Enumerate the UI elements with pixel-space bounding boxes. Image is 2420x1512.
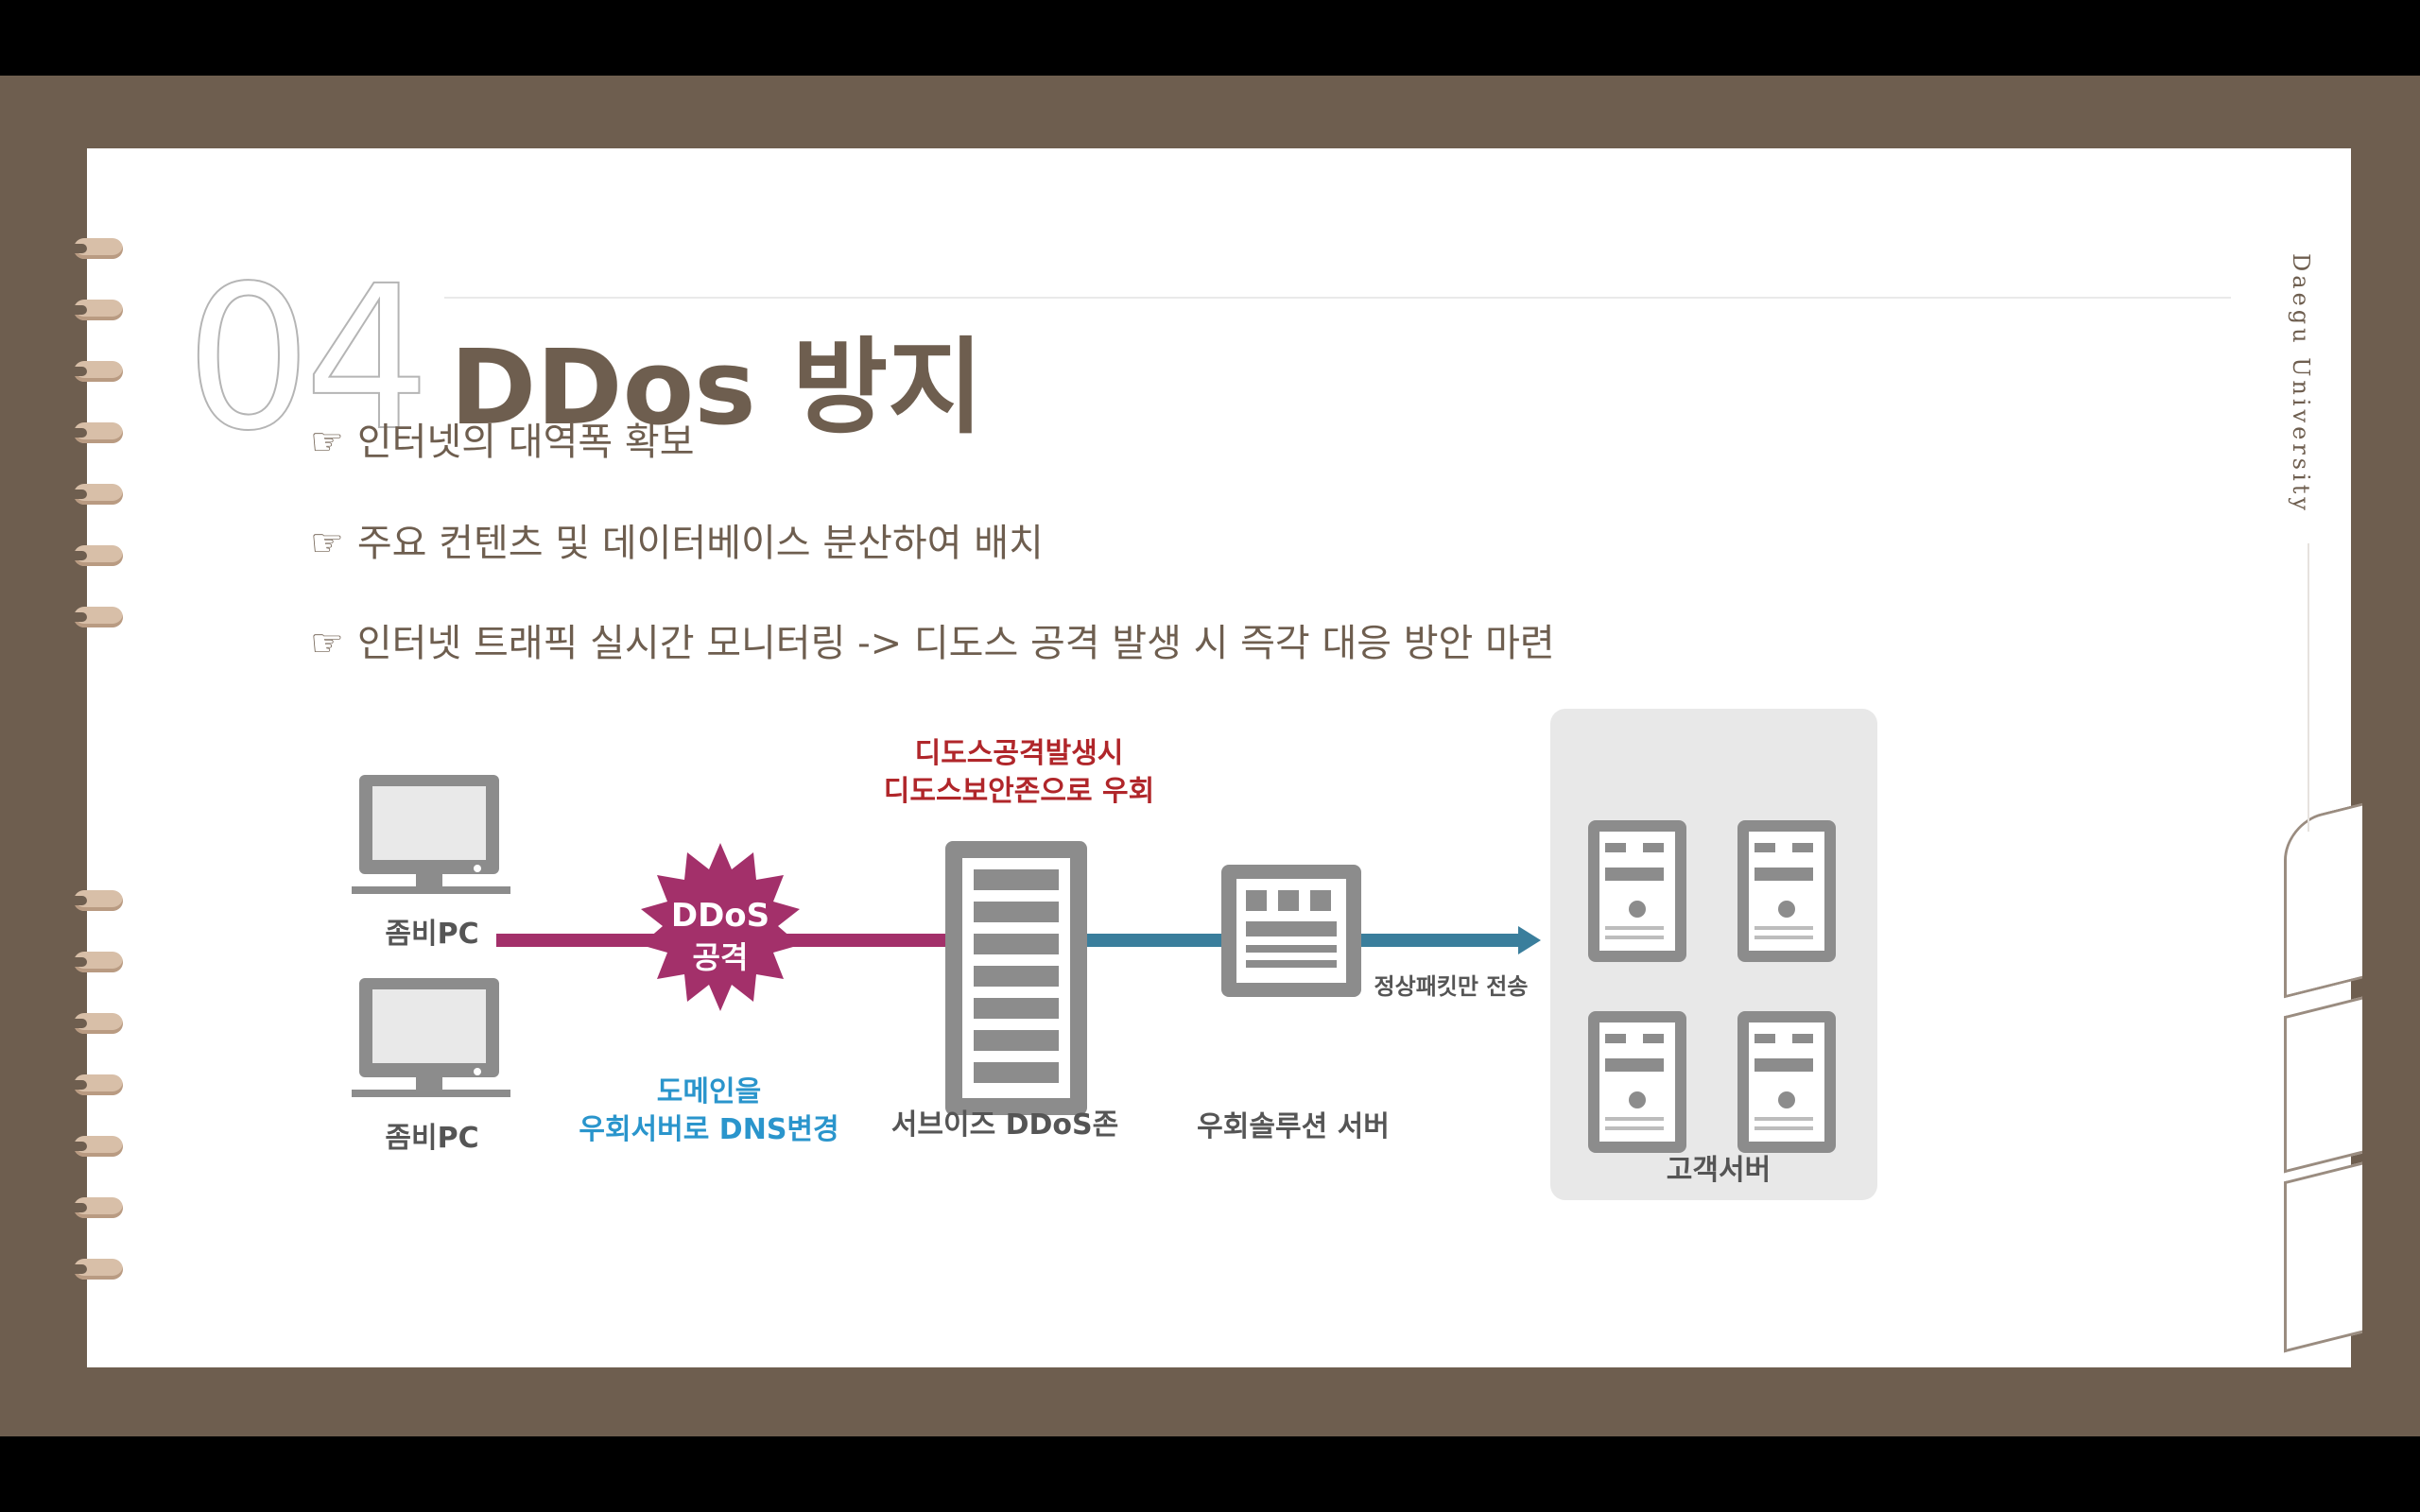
dns-change-label: 우회서버로 DNS변경 <box>579 1113 838 1146</box>
server-rack-icon <box>945 841 1087 1115</box>
binder-ring <box>70 1136 123 1157</box>
bullet-text: 주요 컨텐츠 및 데이터베이스 분산하여 배치 <box>356 522 1044 565</box>
bullet-text: 인터넷 트래픽 실시간 모니터링 -> 디도스 공격 발생 시 즉각 대응 방안… <box>356 622 1555 665</box>
binder-ring <box>70 607 123 627</box>
server-tower-icon <box>1737 820 1836 962</box>
service-zone-label: 서브이즈 DDoS존 <box>891 1108 1118 1142</box>
binder-ring <box>70 484 123 505</box>
server-tower-icon <box>1737 1011 1836 1153</box>
binder-ring <box>70 238 123 259</box>
monitor-icon <box>352 775 510 894</box>
server-tower-icon <box>1588 1011 1686 1153</box>
section-number: 04 <box>184 243 431 474</box>
binder-ring <box>70 1259 123 1280</box>
ddos-burst-icon <box>641 843 800 1011</box>
ddos-attack-label: DDoS <box>671 897 769 935</box>
bullet-text: 인터넷의 대역폭 확보 <box>356 421 695 464</box>
customer-server-label: 고객서버 <box>1667 1154 1771 1187</box>
binder-ring <box>70 361 123 382</box>
bullet-item: ☞ 인터넷의 대역폭 확보 <box>310 411 695 466</box>
bullet-item: ☞ 인터넷 트래픽 실시간 모니터링 -> 디도스 공격 발생 시 즉각 대응 방… <box>310 612 1555 667</box>
bypass-server-label: 우회솔루션 서버 <box>1197 1110 1390 1143</box>
header-rule <box>444 297 2231 299</box>
zombie-pc-label: 좀비PC <box>385 918 478 951</box>
bypass-note: 디도스보안존으로 우회 <box>884 775 1154 808</box>
side-rule <box>2308 543 2309 832</box>
dns-change-label: 도메인을 <box>657 1075 761 1108</box>
bullet-item: ☞ 주요 컨텐츠 및 데이터베이스 분산하여 배치 <box>310 512 1044 567</box>
binder-ring <box>70 1197 123 1218</box>
bypass-server-icon <box>1221 865 1361 997</box>
binder-ring <box>70 1013 123 1034</box>
bypass-note: 디도스공격발생시 <box>915 737 1124 770</box>
arrow-head-icon <box>1518 926 1541 954</box>
binder-ring <box>70 890 123 911</box>
page-title: DDos 방지 <box>450 327 984 448</box>
hand-pointer-icon: ☞ <box>310 622 344 665</box>
binder-ring <box>70 952 123 972</box>
monitor-icon <box>352 978 510 1097</box>
binder-ring <box>70 422 123 443</box>
ddos-attack-label: 공격 <box>693 939 749 975</box>
zombie-pc-label: 좀비PC <box>385 1122 478 1155</box>
binder-ring <box>70 1074 123 1095</box>
slide-background: Daegu University 04 DDos 방지 ☞인터넷의 대역폭 확보… <box>0 76 2420 1436</box>
ddos-defense-diagram: 좀비PC 좀비PC DDoS 공격 도메인을 우회서버로 DNS변경 디도스공격… <box>352 709 1877 1200</box>
server-tower-icon <box>1588 820 1686 962</box>
normal-packets-label: 정상패킷만 전송 <box>1374 973 1529 1000</box>
binder-ring <box>70 300 123 320</box>
binder-ring <box>70 545 123 566</box>
notebook-page <box>87 148 2351 1367</box>
hand-pointer-icon: ☞ <box>310 522 344 565</box>
hand-pointer-icon: ☞ <box>310 421 344 464</box>
